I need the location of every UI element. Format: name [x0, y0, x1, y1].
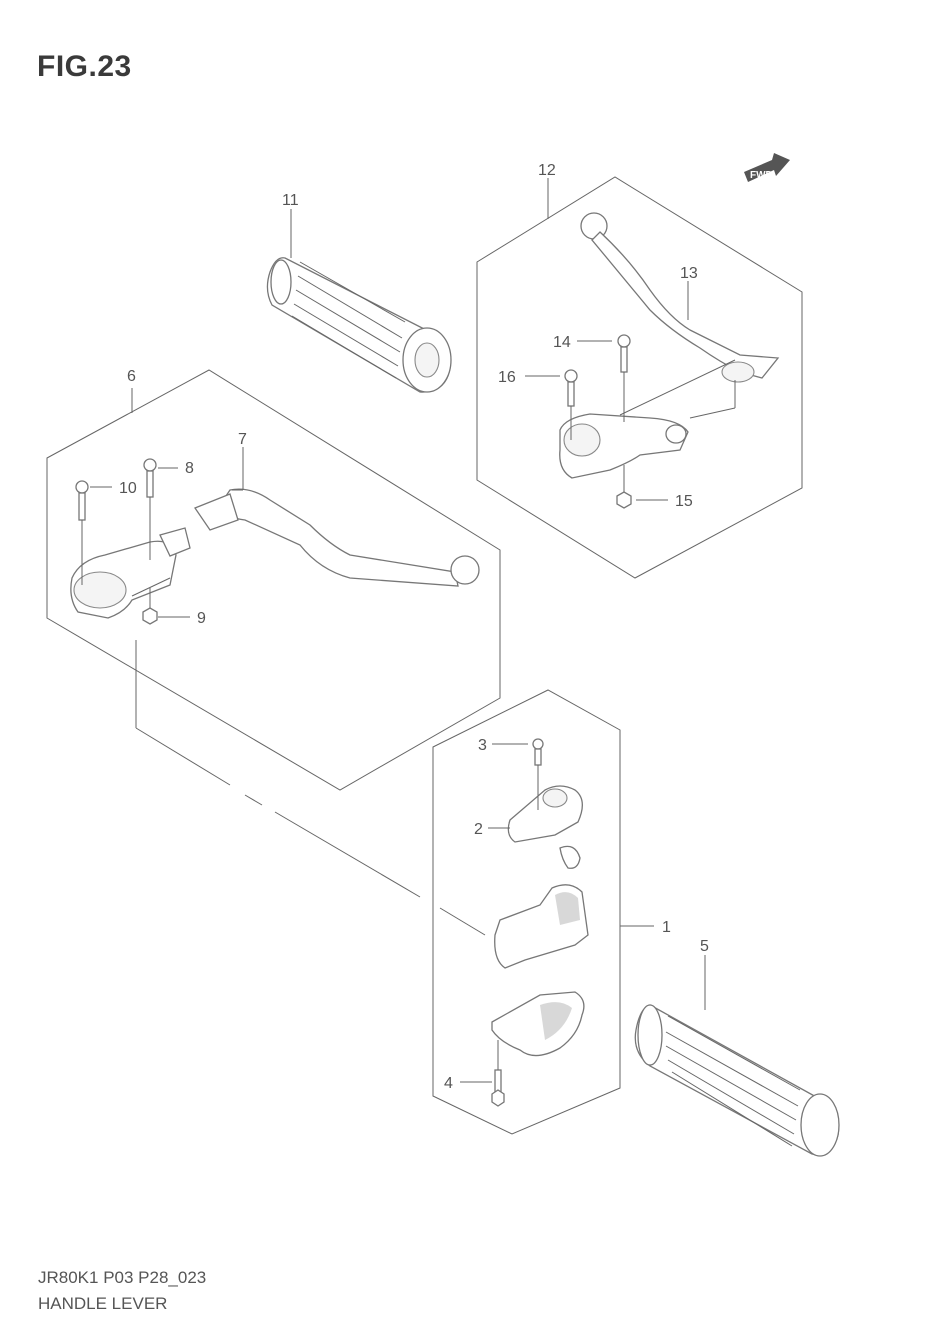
figure-name: HANDLE LEVER [38, 1294, 168, 1313]
screw-part-16 [564, 369, 578, 440]
screw-part-10 [75, 480, 89, 585]
forward-badge-label: FWD [750, 170, 773, 181]
lever-clutch-part-7 [194, 488, 480, 587]
callout-16: 16 [498, 369, 516, 386]
screw-part-3 [532, 738, 544, 810]
switch-upper-cover-part-2 [507, 785, 583, 843]
assembly-outline-12 [476, 176, 803, 579]
callout-11: 11 [282, 192, 299, 209]
grip-right-part-5 [634, 1004, 840, 1157]
assembly-outline-1 [432, 689, 621, 1135]
callout-5: 5 [700, 938, 709, 955]
grip-left-part-11 [266, 257, 452, 393]
forward-direction-icon: FWD [744, 153, 790, 182]
callout-15: 15 [675, 493, 693, 510]
callout-12: 12 [538, 162, 556, 179]
relation-lines [135, 640, 486, 936]
perch-clutch-part-6 [70, 527, 191, 619]
screw-part-4 [491, 1040, 505, 1107]
perch-brake-part-12 [559, 359, 736, 479]
callout-14: 14 [553, 334, 571, 351]
callout-13: 13 [680, 265, 698, 282]
nut-part-15 [616, 465, 632, 509]
switch-clip [559, 845, 581, 869]
callout-6: 6 [127, 368, 136, 385]
screw-part-14 [617, 334, 631, 422]
callout-2: 2 [474, 821, 483, 838]
switch-upper-housing [494, 884, 589, 969]
assembly-outline-6 [46, 369, 501, 791]
lever-brake-part-13 [580, 212, 780, 383]
figure-code: JR80K1 P03 P28_023 [38, 1268, 207, 1287]
screw-part-8 [143, 458, 157, 560]
callout-4: 4 [444, 1075, 453, 1092]
callout-10: 10 [119, 480, 137, 497]
callout-1: 1 [662, 919, 671, 936]
callout-3: 3 [478, 737, 487, 754]
leader-lines [90, 209, 706, 1083]
figure-title: FIG.23 [37, 50, 132, 83]
nut-part-9 [142, 588, 158, 625]
callout-7: 7 [238, 431, 247, 448]
callout-9: 9 [197, 610, 206, 627]
switch-lower-housing [491, 991, 585, 1057]
callout-8: 8 [185, 460, 194, 477]
